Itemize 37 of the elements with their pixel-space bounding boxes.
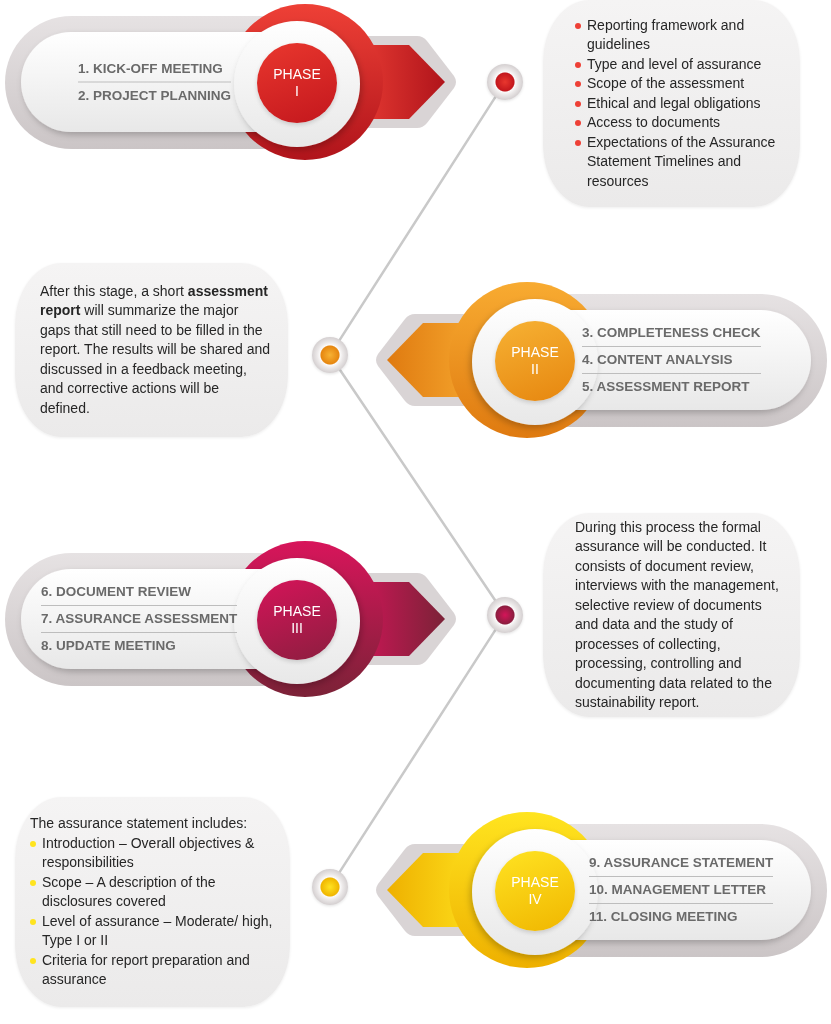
phase-label: PHASE II bbox=[510, 344, 560, 378]
list-item: Reporting framework and guidelines bbox=[587, 15, 746, 55]
timeline-dot bbox=[312, 337, 348, 373]
connector-line bbox=[338, 368, 497, 602]
list-item: Introduction – Overall objectives & responsibilities bbox=[42, 833, 256, 873]
step-item: 4. CONTENT ANALYSIS bbox=[582, 351, 733, 369]
list-item: Criteria for report preparation and assurance bbox=[42, 950, 251, 990]
step-item: 10. MANAGEMENT LETTER bbox=[589, 881, 766, 899]
step-item: 8. UPDATE MEETING bbox=[41, 637, 176, 655]
step-item: 3. COMPLETENESS CHECK bbox=[582, 324, 761, 342]
info-panel bbox=[15, 797, 290, 1007]
phase-label: PHASE I bbox=[272, 66, 322, 100]
list-item: Access to documents bbox=[587, 113, 721, 133]
timeline-dot bbox=[487, 597, 523, 633]
connector-line bbox=[338, 95, 497, 342]
step-item: 7. ASSURANCE ASSESSMENT bbox=[41, 610, 238, 628]
phase-label: PHASE IV bbox=[510, 874, 560, 908]
step-item: 5. ASSESSMENT REPORT bbox=[582, 378, 750, 396]
step-item: 6. DOCUMENT REVIEW bbox=[41, 583, 191, 601]
step-item: 9. ASSURANCE STATEMENT bbox=[589, 854, 774, 872]
phase-label: PHASE III bbox=[272, 603, 322, 637]
list-item: Type and level of assurance bbox=[587, 54, 762, 74]
list-item: Level of assurance – Moderate/ high, Type I or II bbox=[42, 911, 274, 951]
list-item: Scope of the assessment bbox=[587, 74, 745, 94]
list-item: Scope – A description of the disclosures covered bbox=[42, 872, 217, 912]
description-text: During this process the formal assurance will be conducted. It consists of document review, interviews with the management, selective review of documents and data and the study of processes of collecting, processing, controlling and documenting data related to the sustainability report. bbox=[575, 517, 780, 712]
step-item: 1. KICK-OFF MEETING bbox=[78, 59, 223, 78]
step-item: 2. PROJECT PLANNING bbox=[78, 86, 232, 105]
description-text: After this stage, a short assessment report will summarize the major gaps that still need to be filled in the report. The results will be shared and discussed in a feedback meeting, and corrective actions will be defined. bbox=[40, 281, 272, 418]
list-item: Ethical and legal obligations bbox=[587, 93, 761, 113]
connector-line bbox=[338, 628, 497, 874]
intro-text: The assurance statement includes: bbox=[30, 814, 249, 834]
info-panel bbox=[543, 0, 800, 207]
timeline-dot bbox=[487, 64, 523, 100]
step-item: 11. CLOSING MEETING bbox=[589, 908, 738, 926]
timeline-dot bbox=[312, 869, 348, 905]
list-item: Expectations of the Assurance Statement Timelines and resources bbox=[587, 132, 777, 191]
